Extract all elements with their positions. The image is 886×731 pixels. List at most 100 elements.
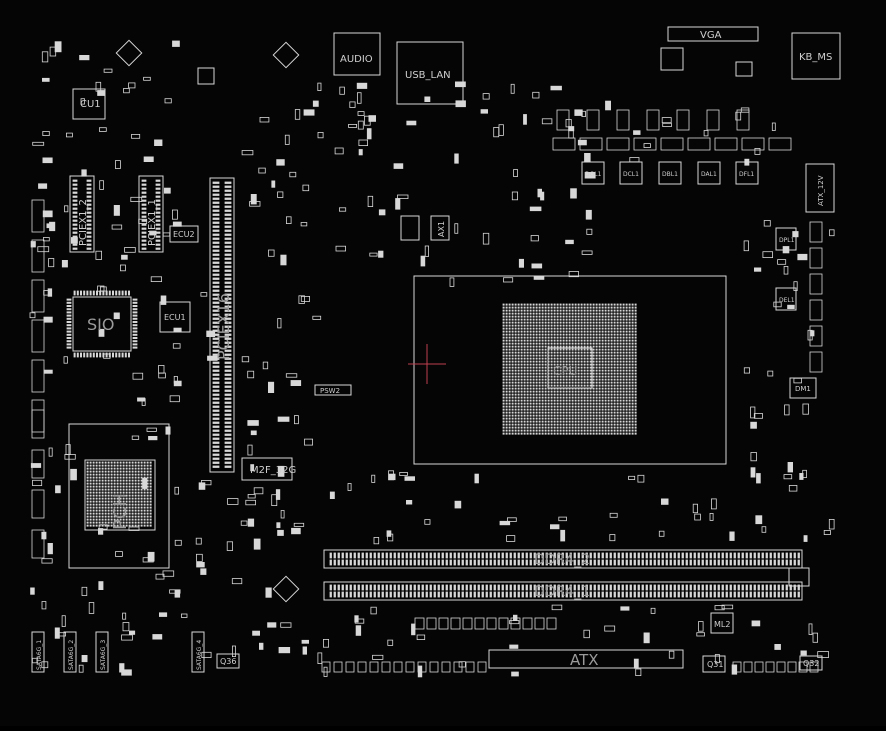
ddr-pin: [485, 591, 488, 598]
slot-pin: [212, 385, 220, 388]
cpu-pin: [622, 321, 625, 324]
cpu-pin: [541, 306, 544, 309]
smd-part: [95, 250, 103, 260]
cpu-pin: [634, 426, 637, 429]
pch-ball: [89, 473, 92, 476]
cpu-pin: [544, 390, 547, 393]
pch-ball: [116, 488, 119, 491]
cpu-pin: [556, 366, 559, 369]
smd-part: [347, 483, 352, 491]
pch-ball: [137, 482, 140, 485]
slot-pin: [212, 413, 220, 416]
cpu-pin: [520, 366, 523, 369]
ddr-pin: [553, 559, 556, 566]
cpu-pin: [547, 318, 550, 321]
cpu-pin: [538, 363, 541, 366]
cpu-pin: [592, 324, 595, 327]
slot-pin: [224, 397, 232, 400]
slot-pin: [72, 183, 78, 186]
cpu-pin: [517, 315, 520, 318]
cpu-pin: [532, 357, 535, 360]
cpu-pin: [634, 339, 637, 342]
pciex1-2-slot: [69, 175, 95, 253]
cpu-pin: [634, 390, 637, 393]
smd-part: [774, 644, 781, 650]
pch-ball: [131, 485, 134, 488]
cpu-pin: [550, 318, 553, 321]
slot-pin: [141, 219, 147, 222]
pch-ball: [110, 461, 113, 464]
ddr-pin: [377, 552, 380, 559]
cpu-pin: [580, 396, 583, 399]
smd-part: [143, 156, 154, 162]
smd-part: [506, 517, 517, 522]
smd-part: [277, 465, 285, 477]
cpu-pin: [586, 342, 589, 345]
cpu-pin: [610, 360, 613, 363]
pch-ball: [107, 509, 110, 512]
cpu-pin: [571, 363, 574, 366]
cpu-pin: [568, 312, 571, 315]
cpu-pin: [505, 405, 508, 408]
smd-part: [506, 535, 516, 542]
slot-pin: [212, 449, 220, 452]
smd-part: [406, 120, 417, 126]
pch-ball: [113, 461, 116, 464]
ddr-pin: [429, 591, 432, 598]
cpu-pin: [517, 363, 520, 366]
smd-part: [43, 369, 53, 374]
cpu-pin: [613, 390, 616, 393]
cpu-pin: [526, 369, 529, 372]
cpu-pin: [613, 408, 616, 411]
slot-pin: [212, 377, 220, 380]
cpu-pin: [508, 423, 511, 426]
cpu-pin: [631, 363, 634, 366]
cpu-pin: [601, 315, 604, 318]
cpu-pin: [625, 327, 628, 330]
slot-pin: [141, 187, 147, 190]
ddr-pin: [549, 552, 552, 559]
ddr-pin: [409, 584, 412, 591]
cpu-pin: [520, 411, 523, 414]
cpu-pin: [613, 378, 616, 381]
pch-ball: [128, 488, 131, 491]
cpu-pin: [613, 405, 616, 408]
ddr-pin: [705, 552, 708, 559]
cpu-pin: [517, 369, 520, 372]
pch-ball: [92, 512, 95, 515]
sio-pin: [115, 352, 118, 358]
q31-mosfet: [702, 655, 726, 673]
pch-ball: [149, 461, 152, 464]
cpu-pin: [574, 345, 577, 348]
cpu-pin: [574, 414, 577, 417]
cpu-pin: [622, 339, 625, 342]
slot-pin: [155, 203, 161, 206]
cpu-pin: [586, 363, 589, 366]
cpu-pin: [586, 366, 589, 369]
sio-pin: [132, 324, 138, 327]
cpu-pin: [517, 390, 520, 393]
ddr-pin: [753, 559, 756, 566]
atx-label: ATX: [570, 651, 599, 669]
ddr-pin: [741, 591, 744, 598]
cpu-pin: [550, 375, 553, 378]
smd-part: [150, 276, 162, 282]
cpu-pin: [508, 342, 511, 345]
cpu-pin: [589, 366, 592, 369]
cpu-pin: [601, 372, 604, 375]
cpu-pin: [583, 378, 586, 381]
cpu-pin: [574, 384, 577, 387]
pch-ball: [113, 476, 116, 479]
smd-part: [137, 397, 146, 402]
pch-ball: [122, 509, 125, 512]
cpu-pin: [502, 423, 505, 426]
cpu-pin: [538, 429, 541, 432]
cpu-pin: [517, 402, 520, 405]
pch-ball: [92, 491, 95, 494]
cpu-pin: [541, 399, 544, 402]
cpu-pin: [553, 369, 556, 372]
cpu-pin: [586, 369, 589, 372]
ddr-pin: [609, 584, 612, 591]
cpu-pin: [520, 303, 523, 306]
pch-ball: [110, 512, 113, 515]
